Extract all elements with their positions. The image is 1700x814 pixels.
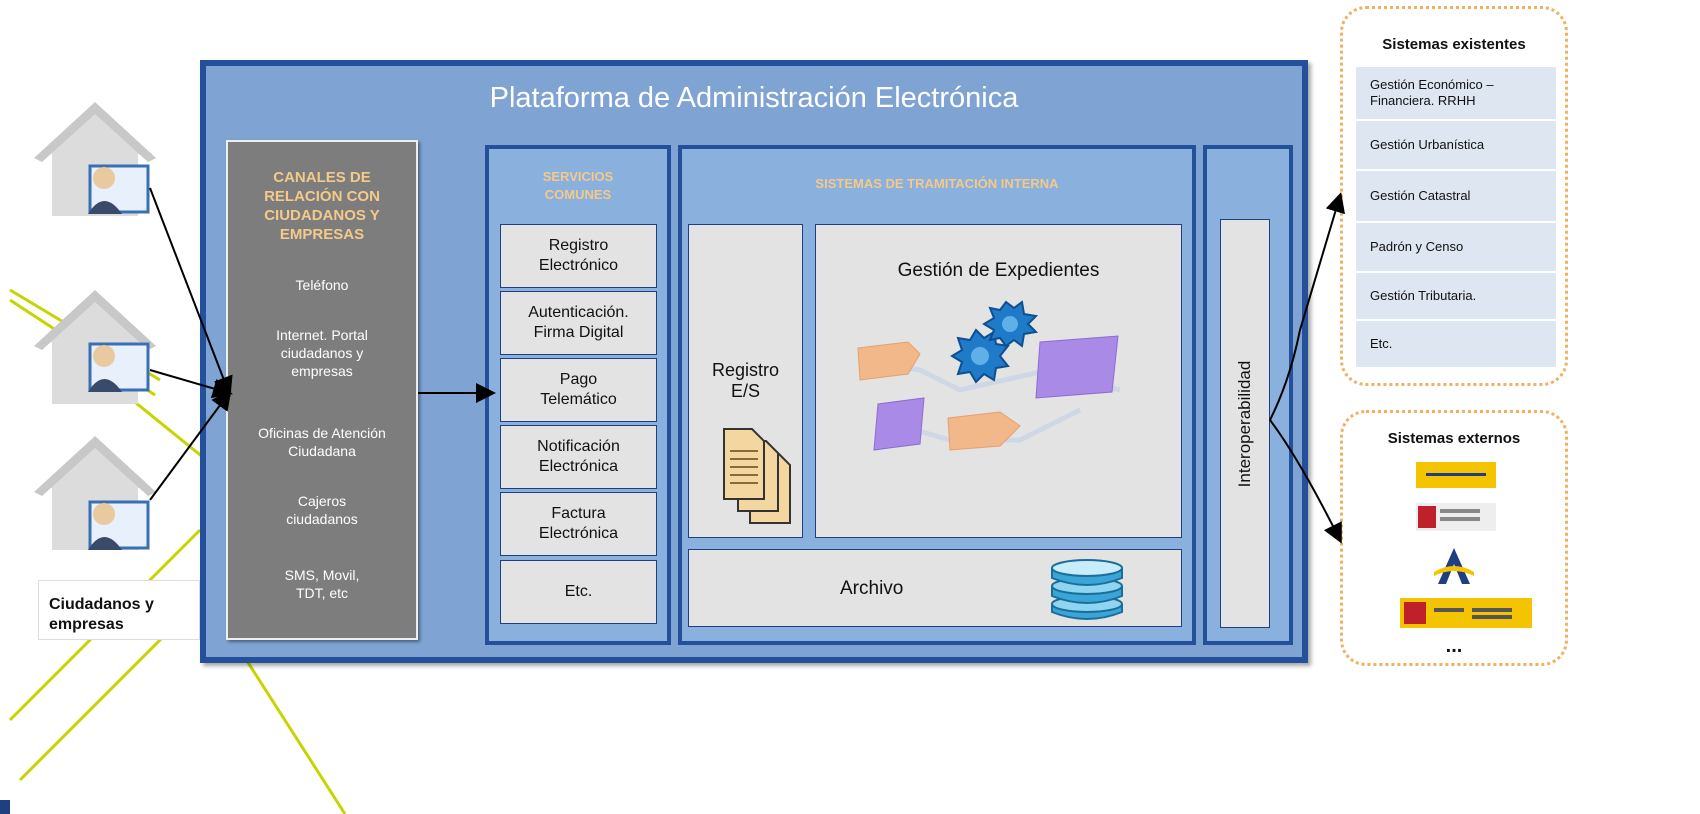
citizens-label: Ciudadanos y empresas — [38, 580, 200, 640]
aeat-logo — [1434, 548, 1474, 584]
channel-item-sms: SMS, Movil, TDT, etc — [284, 567, 360, 601]
database-icon — [1051, 559, 1123, 620]
arrow-interop-external — [1269, 419, 1342, 544]
channels-panel — [226, 140, 418, 640]
existing-item: Padrón y Censo — [1356, 223, 1556, 273]
arrow-citizen-1 — [149, 187, 233, 397]
existing-item: Gestión Urbanística — [1356, 121, 1556, 171]
external-systems-title: Sistemas externos — [1387, 430, 1521, 447]
arrow-citizen-2 — [149, 369, 233, 399]
arrow-citizen-3 — [149, 389, 232, 501]
service-autenticacion: Autenticación.Firma Digital — [500, 291, 657, 355]
registro-es-label: Registro E/S — [711, 360, 780, 401]
existing-item: Gestión Catastral — [1356, 171, 1556, 223]
citizen-house-icon — [34, 102, 156, 216]
gobierno-espana-logo — [1400, 598, 1532, 628]
channel-item-telefono: Teléfono — [295, 277, 349, 293]
workflow-gears-icon — [857, 300, 1121, 451]
service-etc: Etc. — [500, 560, 657, 624]
ine-logo — [1416, 503, 1496, 531]
platform-title: Plataforma de Administración Electrónica — [489, 82, 1019, 114]
existing-systems-title: Sistemas existentes — [1382, 36, 1526, 53]
channel-item-internet: Internet. Portal ciudadanos y empresas — [276, 327, 368, 379]
existing-item: Gestión Tributaria. — [1356, 273, 1556, 321]
existing-item: Gestión Económico –Financiera. RRHH — [1356, 67, 1556, 121]
archivo-label: Archivo — [840, 578, 904, 599]
services-heading: SERVICIOS COMUNES — [542, 169, 614, 202]
correos-logo — [1416, 462, 1496, 488]
citizen-house-icon — [34, 290, 156, 404]
channels-heading: CANALES DE RELACIÓN CON CIUDADANOS Y EMP… — [264, 169, 380, 243]
arrow-interop-existing — [1269, 192, 1346, 421]
internal-systems-heading: SISTEMAS DE TRAMITACIÓN INTERNA — [815, 176, 1059, 191]
external-more: ... — [1445, 635, 1463, 657]
channel-item-oficinas: Oficinas de Atención Ciudadana — [258, 425, 386, 459]
gestion-expedientes-title: Gestión de Expedientes — [897, 260, 1100, 281]
documents-icon — [723, 428, 791, 524]
citizen-house-icon — [34, 436, 156, 550]
existing-item: Etc. — [1356, 321, 1556, 369]
channel-item-cajeros: Cajeros ciudadanos — [286, 493, 358, 527]
interoperability-box — [1220, 219, 1270, 628]
